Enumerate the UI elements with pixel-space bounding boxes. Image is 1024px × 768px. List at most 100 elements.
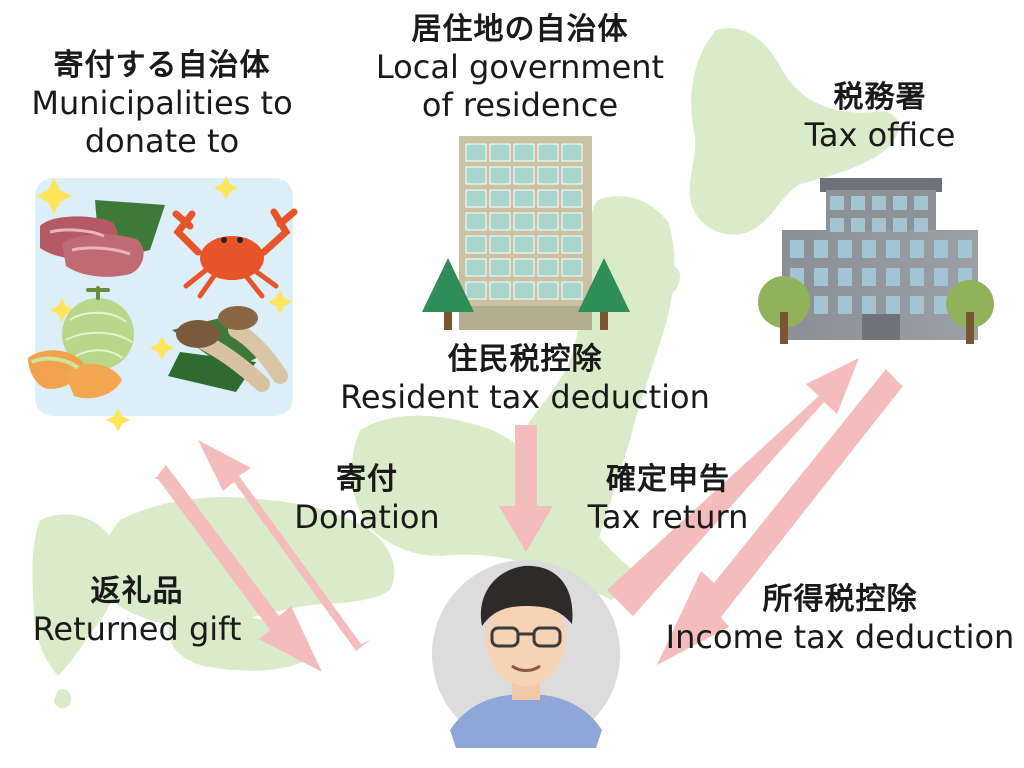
person-icon (432, 560, 620, 748)
window (914, 196, 928, 210)
city-hall-icon (422, 136, 630, 330)
window (914, 218, 928, 232)
window (886, 240, 900, 258)
window (537, 166, 559, 185)
returned-gift-en: Returned gift (32, 610, 242, 648)
melon-icon (28, 286, 134, 399)
window (862, 240, 876, 258)
resident-tax-en: Resident tax deduction (340, 378, 710, 416)
window (465, 143, 487, 162)
window (465, 189, 487, 208)
window (561, 258, 583, 277)
window (872, 196, 886, 210)
window (465, 258, 487, 277)
window (465, 235, 487, 254)
income-tax-label: 所得税控除 Income tax deduction (664, 582, 1016, 656)
window (465, 166, 487, 185)
window (489, 212, 511, 231)
tax-office-jp: 税務署 (833, 80, 927, 115)
donate-to-jp: 寄付する自治体 (53, 48, 271, 83)
window (934, 240, 948, 258)
flow-arrows (155, 358, 903, 672)
window (790, 240, 804, 258)
city-building-body (459, 136, 592, 330)
person-shirt (450, 694, 602, 748)
tax-return-jp: 確定申告 (606, 462, 730, 497)
window (893, 218, 907, 232)
glasses-icon (490, 626, 562, 648)
tax-office-label: 税務署 Tax office (790, 80, 970, 154)
window (561, 143, 583, 162)
income-tax-en: Income tax deduction (665, 618, 1015, 656)
income-tax-jp: 所得税控除 (762, 582, 918, 617)
donation-label: 寄付 Donation (282, 462, 452, 536)
donation-jp: 寄付 (336, 462, 398, 497)
window (910, 240, 924, 258)
donate-to-label: 寄付する自治体 Municipalities to donate to (22, 48, 302, 160)
window (838, 296, 852, 314)
window (537, 281, 559, 300)
residence-en-line2: of residence (421, 86, 619, 124)
window (513, 281, 535, 300)
window (489, 143, 511, 162)
window (934, 296, 948, 314)
window (489, 166, 511, 185)
window (489, 258, 511, 277)
round-tree-icon (758, 276, 994, 344)
pine-tree-icon (422, 258, 630, 330)
window (489, 235, 511, 254)
returned-gift-label: 返礼品 Returned gift (22, 574, 252, 648)
tax-return-en: Tax return (587, 498, 749, 536)
window (830, 196, 844, 210)
window (561, 189, 583, 208)
window (561, 235, 583, 254)
resident-tax-deduction-arrow (499, 425, 553, 552)
gifts-icon (28, 176, 298, 432)
window (537, 212, 559, 231)
window (886, 268, 900, 286)
window (893, 196, 907, 210)
window (851, 218, 865, 232)
window (851, 196, 865, 210)
matsutake-icon (168, 306, 288, 392)
residence-jp: 居住地の自治体 (411, 12, 629, 47)
sparkle-icon (36, 176, 292, 432)
window (537, 235, 559, 254)
resident-tax-jp: 住民税控除 (447, 342, 603, 377)
window (465, 212, 487, 231)
window (934, 268, 948, 286)
window (814, 296, 828, 314)
window (537, 143, 559, 162)
window (561, 212, 583, 231)
window (958, 240, 972, 258)
donation-en: Donation (294, 498, 440, 536)
returned-gift-arrow (155, 465, 322, 672)
window (465, 281, 487, 300)
tax-office-icon (758, 178, 994, 344)
crab-icon (172, 208, 298, 299)
window (862, 268, 876, 286)
window (513, 212, 535, 231)
window (537, 189, 559, 208)
window (830, 218, 844, 232)
residence-en-line1: Local government (375, 48, 665, 86)
donate-to-en: Municipalities to donate to (31, 84, 293, 160)
returned-gift-jp: 返礼品 (90, 574, 184, 609)
window (872, 218, 886, 232)
city-windows (465, 143, 583, 300)
tax-office-en: Tax office (804, 116, 956, 154)
window (561, 281, 583, 300)
tax-return-arrow (607, 358, 859, 616)
resident-tax-label: 住民税控除 Resident tax deduction (330, 342, 720, 416)
window (910, 296, 924, 314)
window (886, 296, 900, 314)
window (513, 189, 535, 208)
window (561, 166, 583, 185)
donation-arrow (198, 440, 370, 651)
window (862, 296, 876, 314)
wagyu-beef-icon (40, 200, 165, 277)
window (814, 240, 828, 258)
window (838, 268, 852, 286)
residence-label: 居住地の自治体 Local government of residence (370, 12, 670, 124)
